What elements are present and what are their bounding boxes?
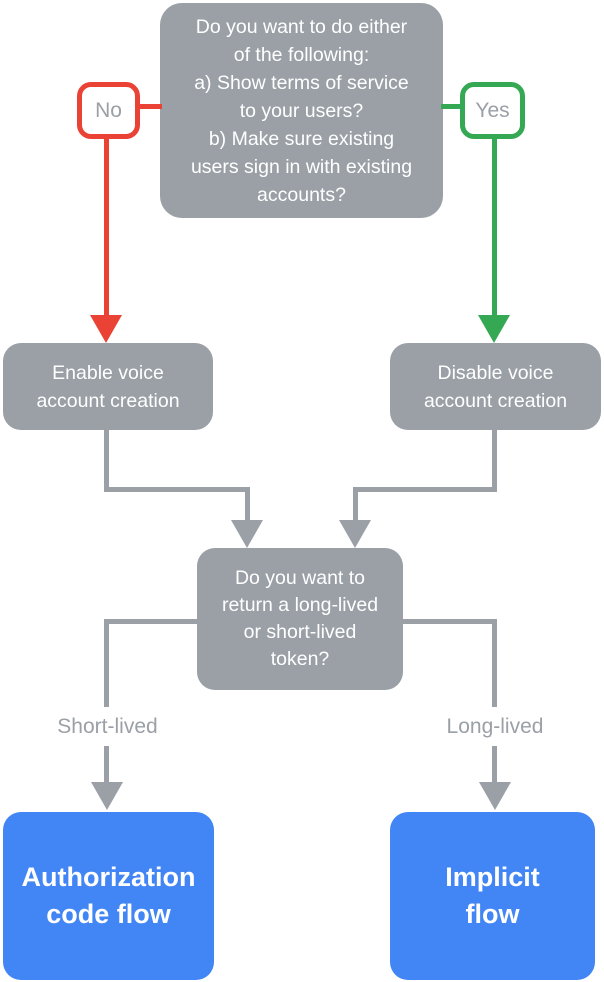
token-question-node: Do you want to return a long-lived or sh…: [197, 548, 403, 690]
authorization-code-flow-node: Authorization code flow: [3, 812, 214, 980]
long-lived-label-text: Long-lived: [446, 714, 544, 738]
short-lived-line-horizontal: [104, 619, 197, 624]
implicit-flow-node: Implicit flow: [390, 812, 595, 980]
enable-voice-node: Enable voice account creation: [3, 343, 213, 430]
enable-connector-vertical: [245, 487, 250, 523]
yes-badge-label: Yes: [475, 98, 510, 122]
yes-branch-line-vertical: [492, 135, 497, 317]
short-lived-label-text: Short-lived: [57, 714, 158, 738]
disable-connector-drop: [492, 430, 497, 492]
implicit-flow-text: Implicit flow: [445, 862, 540, 929]
disable-connector-arrowhead-icon: [339, 520, 371, 548]
enable-connector-arrowhead-icon: [231, 520, 263, 548]
no-badge-label: No: [95, 98, 122, 122]
short-lived-label: Short-lived: [22, 707, 193, 746]
no-branch-line-vertical: [104, 135, 109, 317]
short-lived-line-vertical: [104, 619, 109, 784]
authorization-code-flow-text: Authorization code flow: [21, 862, 196, 929]
no-branch-arrowhead-icon: [90, 315, 122, 343]
disable-voice-node: Disable voice account creation: [390, 343, 601, 430]
no-branch-line-horizontal: [136, 104, 162, 109]
enable-voice-text: Enable voice account creation: [36, 361, 180, 412]
yes-branch-arrowhead-icon: [478, 315, 510, 343]
top-question-text: Do you want to do either of the followin…: [190, 15, 413, 206]
enable-connector-drop: [104, 430, 109, 492]
top-question-node: Do you want to do either of the followin…: [160, 3, 443, 218]
yes-branch-line-horizontal: [441, 104, 467, 109]
long-lived-arrowhead-icon: [479, 782, 511, 810]
no-badge: No: [77, 82, 140, 139]
long-lived-line-vertical: [492, 619, 497, 784]
long-lived-line-horizontal: [403, 619, 497, 624]
token-question-text: Do you want to return a long-lived or sh…: [221, 567, 379, 670]
disable-connector-horizontal: [353, 487, 497, 492]
enable-connector-horizontal: [104, 487, 250, 492]
short-lived-arrowhead-icon: [91, 782, 123, 810]
yes-badge: Yes: [460, 82, 525, 139]
long-lived-label: Long-lived: [410, 707, 580, 746]
disable-voice-text: Disable voice account creation: [423, 361, 568, 412]
disable-connector-vertical: [353, 487, 358, 523]
